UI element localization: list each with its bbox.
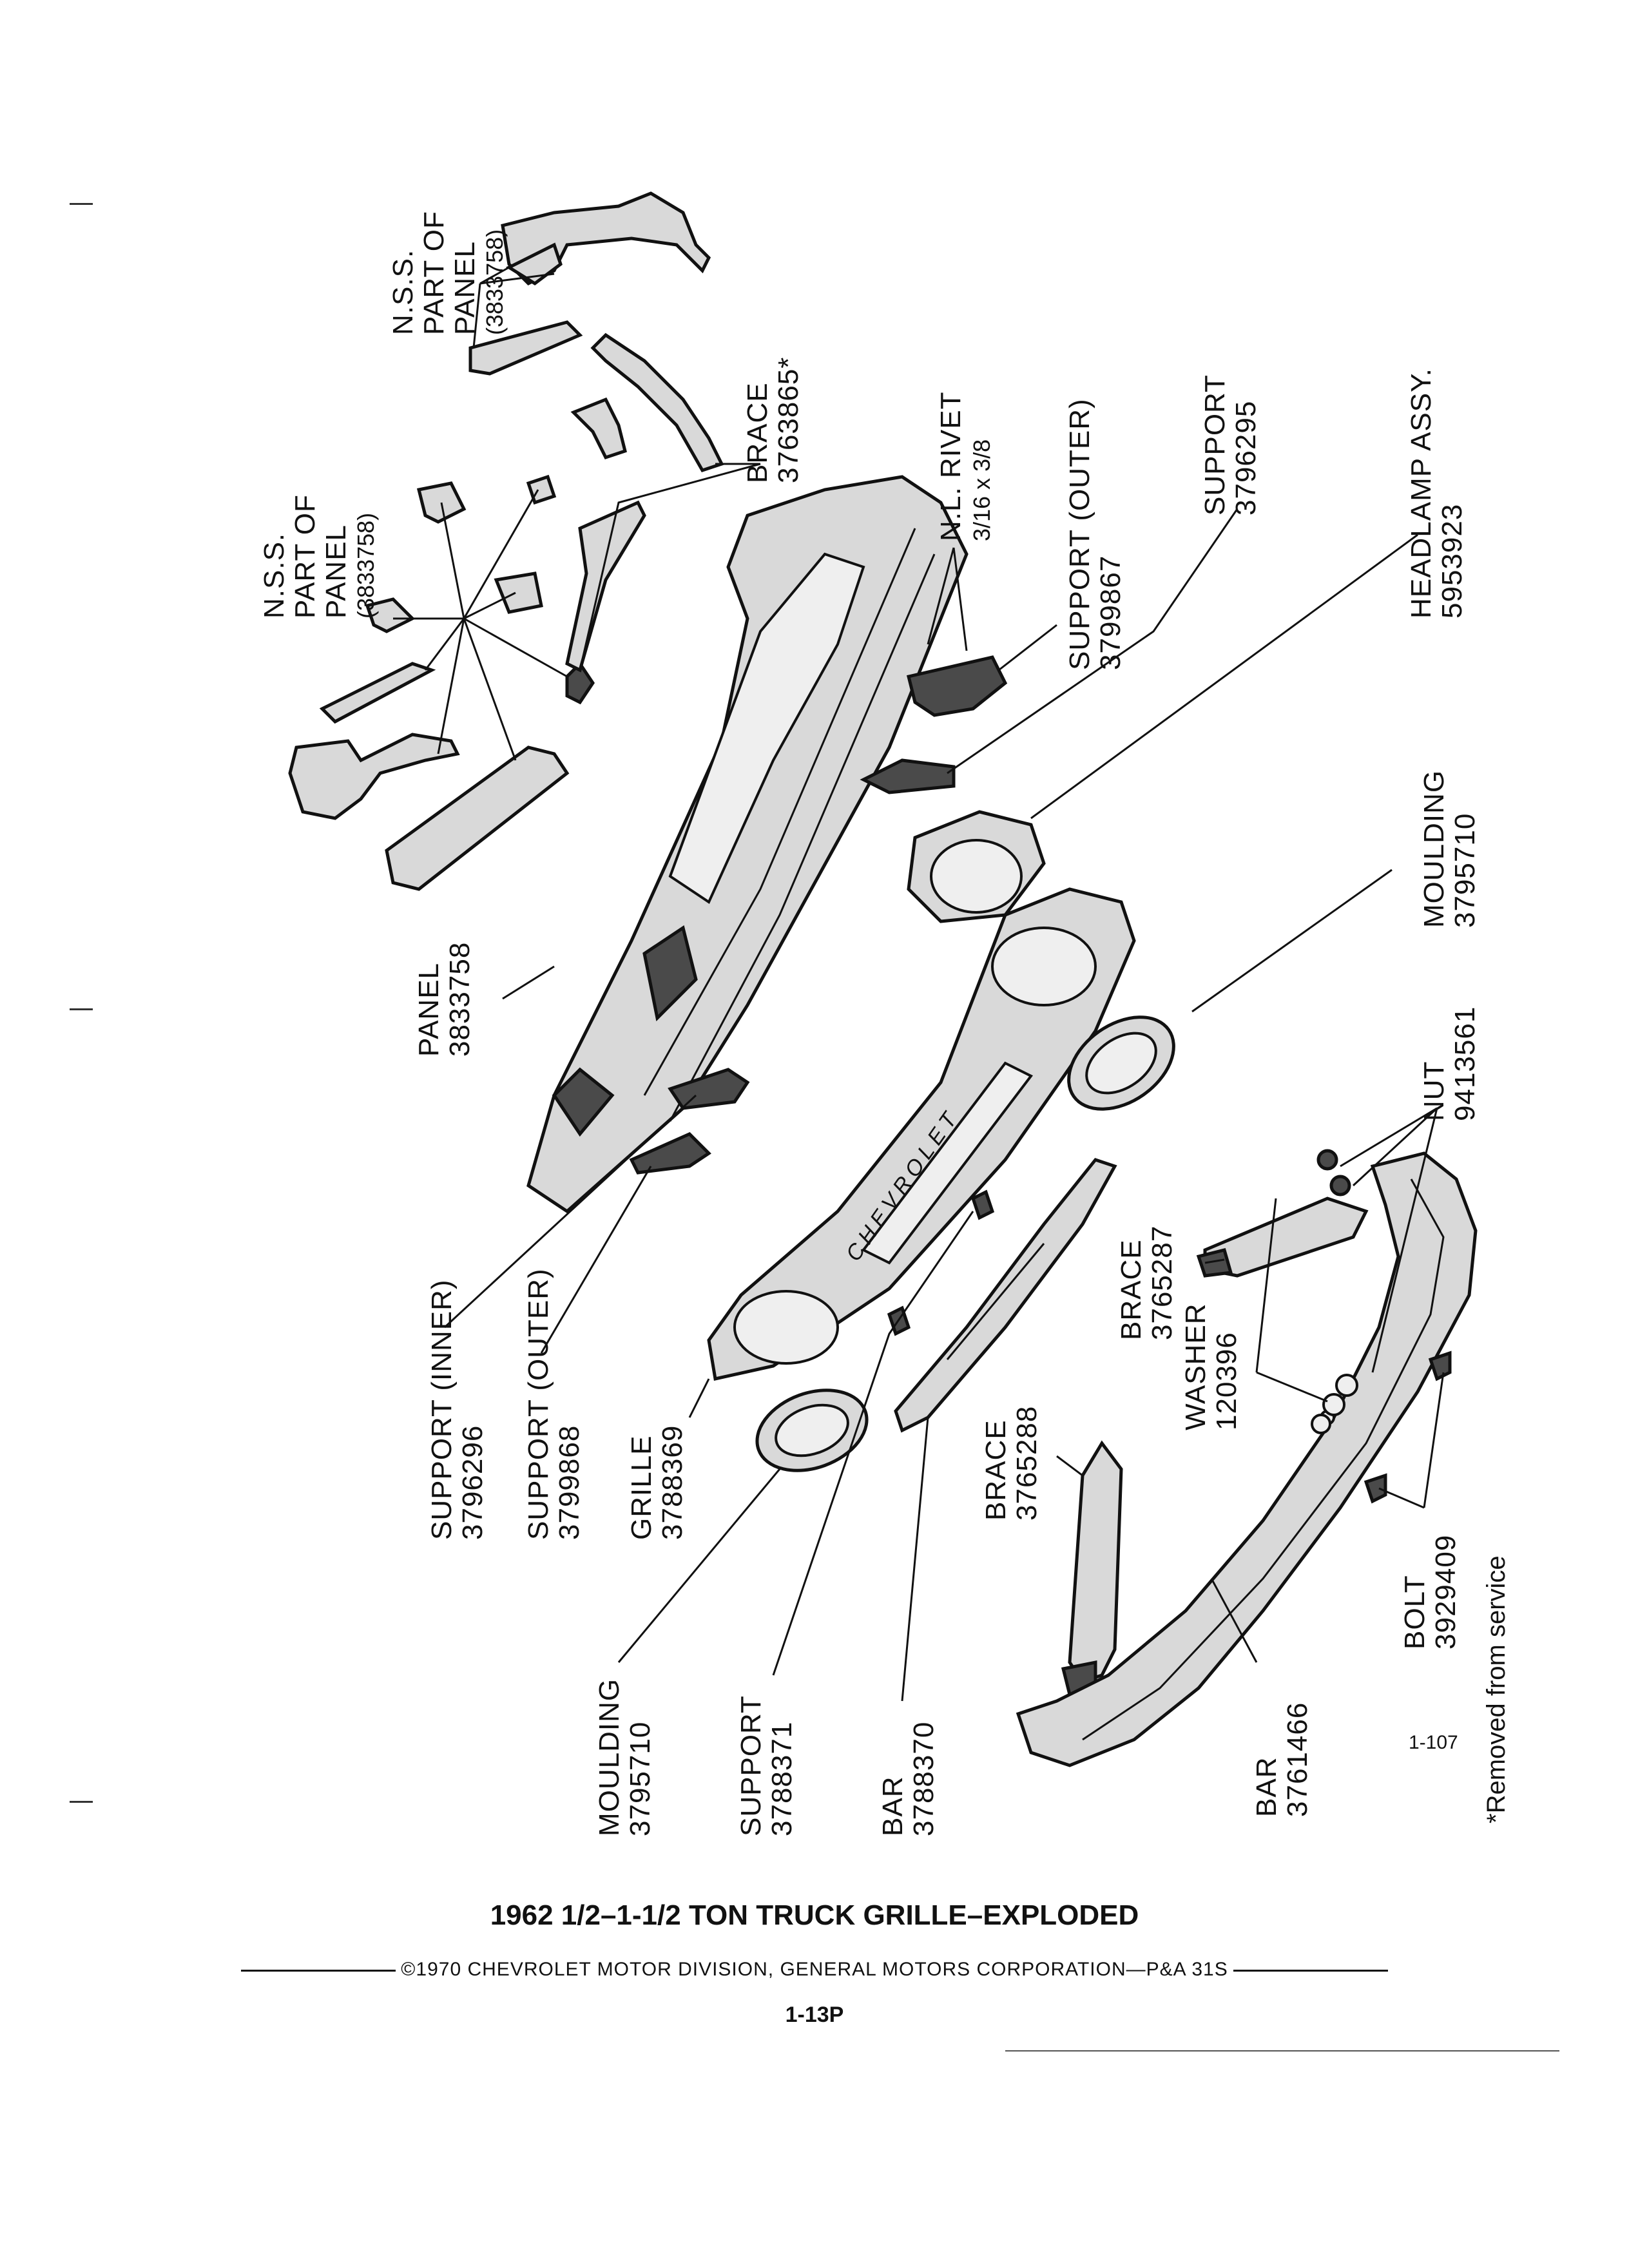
label-support-outer-top: SUPPORT (OUTER) 3799867 <box>1064 398 1126 670</box>
label-nss-mid-line1: N.S.S. <box>258 533 290 619</box>
rule-right <box>1233 1969 1388 1972</box>
brace-3765288-part <box>1061 1440 1123 1697</box>
label-grille-number: 3788369 <box>657 1425 688 1540</box>
copyright-line: ©1970 CHEVROLET MOTOR DIVISION, GENERAL … <box>0 1959 1629 1981</box>
label-support-3796295-name: SUPPORT <box>1199 374 1231 515</box>
label-brace-3765288-number: 3765288 <box>1011 1406 1043 1521</box>
label-moulding-right: MOULDING 3795710 <box>1418 770 1481 928</box>
label-brace-3765287-name: BRACE <box>1115 1239 1147 1340</box>
label-rivet-name: N.L. RIVET <box>935 392 967 542</box>
part-labels: N.S.S. PART OF PANEL (3833758) BRACE 376… <box>258 211 1481 1836</box>
label-moulding-left: MOULDING 3795710 <box>593 1678 656 1836</box>
moulding-right-part <box>1067 1015 1175 1111</box>
label-nss-top-line4: (3833758) <box>481 229 508 335</box>
label-bar-3761466: BAR 3761466 <box>1251 1702 1313 1817</box>
label-moulding-right-name: MOULDING <box>1418 770 1450 928</box>
label-bar-3788370-number: 3788370 <box>908 1722 940 1836</box>
label-support-outer-top-number: 3799867 <box>1095 555 1126 670</box>
label-grille-name: GRILLE <box>626 1435 657 1540</box>
label-moulding-right-number: 3795710 <box>1449 813 1481 928</box>
page-title: 1962 1/2–1-1/2 TON TRUCK GRILLE–EXPLODED <box>490 1899 1139 1931</box>
margin-mark <box>70 1008 93 1010</box>
footnote: *Removed from service <box>1482 1555 1510 1823</box>
label-washer-number: 120396 <box>1211 1332 1242 1430</box>
label-support-inner-name: SUPPORT (INNER) <box>426 1279 458 1540</box>
label-support-inner-number: 3796296 <box>457 1425 488 1540</box>
brace-diagonal-part <box>385 745 570 891</box>
bumper-bar-part <box>1016 1151 1478 1767</box>
label-nss-mid: N.S.S. PART OF PANEL (3833758) <box>258 494 379 619</box>
rule-left <box>241 1969 396 1972</box>
label-headlamp-name: HEADLAMP ASSY. <box>1405 368 1437 619</box>
label-nss-mid-line3: PANEL <box>320 524 352 619</box>
figure-number: 1-107 <box>1409 1732 1458 1753</box>
label-washer-name: WASHER <box>1180 1303 1211 1431</box>
label-brace-3765287: BRACE 3765287 <box>1115 1225 1178 1340</box>
label-nut-number: 9413561 <box>1449 1006 1481 1121</box>
grille-bar-part <box>894 1158 1117 1433</box>
label-support-inner: SUPPORT (INNER) 3796296 <box>426 1279 488 1540</box>
label-support-outer-left-name: SUPPORT (OUTER) <box>523 1268 554 1540</box>
label-support-3796295-number: 3796295 <box>1230 401 1262 515</box>
label-headlamp-number: 5953923 <box>1436 504 1468 619</box>
label-support-3788371-number: 3788371 <box>766 1722 798 1836</box>
leader-lines <box>393 266 1445 1702</box>
label-brace-top: BRACE 3763865* <box>742 357 804 483</box>
moulding-left-part <box>755 1389 869 1472</box>
label-brace-3765287-number: 3765287 <box>1146 1225 1178 1340</box>
support-outer-left-part <box>629 1132 711 1175</box>
footer-rule <box>1005 2050 1559 2052</box>
margin-mark <box>70 203 93 205</box>
label-nss-top-line2: PART OF <box>418 211 450 335</box>
copyright-text: ©1970 CHEVROLET MOTOR DIVISION, GENERAL … <box>401 1959 1228 1980</box>
label-washer: WASHER 120396 <box>1180 1303 1242 1431</box>
label-brace-3765288: BRACE 3765288 <box>980 1406 1043 1521</box>
label-brace-3765288-name: BRACE <box>980 1419 1012 1521</box>
label-bolt: BOLT 3929409 <box>1399 1535 1461 1649</box>
page-number: 1-13P <box>785 2003 844 2027</box>
label-bolt-name: BOLT <box>1399 1575 1431 1649</box>
label-moulding-left-name: MOULDING <box>593 1678 625 1836</box>
label-support-outer-left: SUPPORT (OUTER) 3799868 <box>523 1268 585 1540</box>
nss-clip-part <box>468 320 583 376</box>
label-nut-name: NUT <box>1418 1061 1450 1121</box>
label-bar-3788370: BAR 3788370 <box>877 1722 940 1836</box>
brace-strip-part <box>590 332 724 473</box>
label-nss-top-line1: N.S.S. <box>387 249 419 335</box>
margin-mark <box>70 1801 93 1803</box>
label-panel-name: PANEL <box>413 963 445 1057</box>
label-brace-top-name: BRACE <box>742 382 773 483</box>
label-support-3796295: SUPPORT 3796295 <box>1199 374 1262 515</box>
label-nss-mid-line4: (3833758) <box>352 513 379 619</box>
label-rivet: N.L. RIVET 3/16 x 3/8 <box>935 392 995 542</box>
label-nss-top: N.S.S. PART OF PANEL (3833758) <box>387 211 508 335</box>
label-bolt-number: 3929409 <box>1430 1535 1461 1649</box>
brace-upper-part <box>501 191 711 286</box>
label-panel: PANEL 3833758 <box>413 942 476 1057</box>
support-inner-part <box>668 1068 750 1110</box>
support-outer-part <box>906 655 1008 717</box>
label-support-outer-top-name: SUPPORT (OUTER) <box>1064 398 1095 670</box>
label-nss-top-line3: PANEL <box>449 241 481 335</box>
label-support-3788371-name: SUPPORT <box>735 1695 767 1836</box>
label-support-3788371: SUPPORT 3788371 <box>735 1695 798 1836</box>
label-panel-number: 3833758 <box>444 942 476 1057</box>
headlamp-assembly-part <box>907 810 1046 923</box>
label-bar-3788370-name: BAR <box>877 1776 909 1836</box>
hardware-part <box>1311 1149 1452 1504</box>
support-3796295-part <box>860 758 956 794</box>
label-moulding-left-number: 3795710 <box>624 1722 656 1836</box>
label-headlamp: HEADLAMP ASSY. 5953923 <box>1405 368 1468 619</box>
label-nut: NUT 9413561 <box>1418 1006 1481 1121</box>
brace-3765287-part <box>1196 1196 1369 1278</box>
panel-part <box>526 475 969 1214</box>
label-rivet-size: 3/16 x 3/8 <box>969 439 995 541</box>
label-bar-3761466-name: BAR <box>1251 1757 1282 1817</box>
label-support-outer-left-number: 3799868 <box>554 1425 585 1540</box>
label-brace-top-number: 3763865* <box>773 357 804 483</box>
label-nss-mid-line2: PART OF <box>289 494 321 619</box>
label-grille: GRILLE 3788369 <box>626 1425 688 1540</box>
label-bar-3761466-number: 3761466 <box>1282 1702 1313 1817</box>
